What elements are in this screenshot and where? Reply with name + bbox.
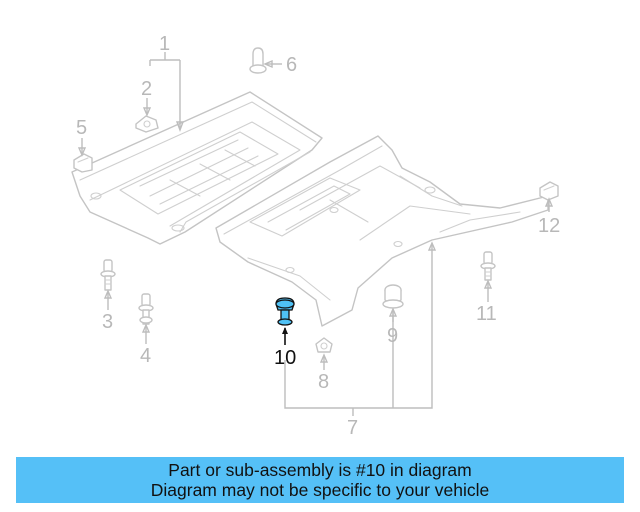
bolt-part-3 bbox=[100, 259, 116, 291]
info-banner: Part or sub-assembly is #10 in diagram D… bbox=[16, 457, 624, 503]
bolt-part-4 bbox=[138, 293, 154, 325]
callout-1: 1 bbox=[159, 33, 170, 55]
parts-diagram: 1 2 3 4 5 6 7 8 9 10 11 12 bbox=[71, 33, 560, 439]
callout-6: 6 bbox=[286, 54, 297, 76]
clip-nut-part bbox=[135, 115, 159, 133]
callout-8: 8 bbox=[318, 371, 329, 393]
leader-lines bbox=[77, 52, 554, 416]
callout-7: 7 bbox=[347, 417, 358, 439]
banner-line-disclaimer: Diagram may not be specific to your vehi… bbox=[150, 480, 490, 500]
callout-4: 4 bbox=[140, 345, 151, 367]
banner-line-part-number: Part or sub-assembly is #10 in diagram bbox=[168, 460, 472, 480]
callout-3: 3 bbox=[102, 311, 113, 333]
rear-under-panel bbox=[215, 135, 549, 327]
highlighted-bolt-part-10 bbox=[275, 297, 295, 326]
callout-5: 5 bbox=[76, 117, 87, 139]
callout-12: 12 bbox=[538, 215, 560, 237]
callout-11: 11 bbox=[476, 303, 497, 325]
front-under-panel bbox=[71, 91, 323, 245]
callout-9: 9 bbox=[387, 325, 398, 347]
callout-labels: 1 2 3 4 5 6 7 8 9 10 11 12 bbox=[76, 33, 560, 439]
washer-nut-part-8 bbox=[315, 337, 333, 353]
panel-clip-part bbox=[539, 181, 559, 201]
push-rivet-part bbox=[249, 47, 267, 74]
bracket-clip-part bbox=[73, 153, 93, 173]
grommet-part-9 bbox=[382, 284, 404, 309]
callout-10: 10 bbox=[274, 347, 296, 369]
bolt-part-11 bbox=[480, 251, 496, 281]
callout-2: 2 bbox=[141, 78, 152, 100]
